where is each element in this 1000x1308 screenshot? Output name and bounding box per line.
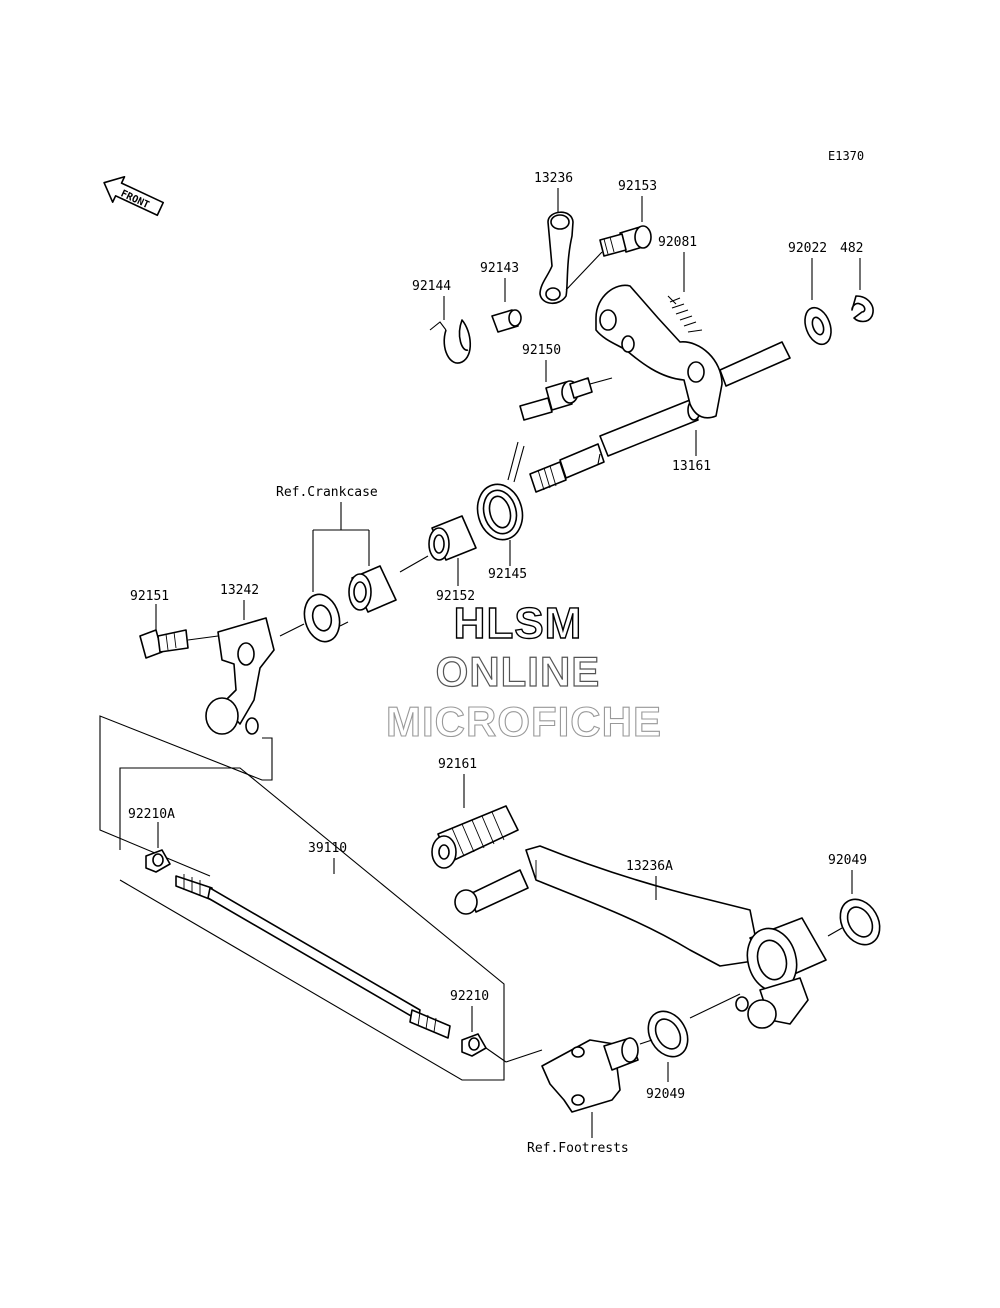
label-92081: 92081 — [658, 235, 697, 250]
tie-rod-39110 — [175, 874, 451, 1039]
spring-92144 — [429, 319, 472, 364]
label-13236: 13236 — [534, 171, 573, 186]
watermark-line1: HLSM — [454, 599, 583, 648]
label-92151: 92151 — [130, 589, 169, 604]
bearing-crankcase — [348, 565, 397, 613]
label-482: 482 — [840, 241, 863, 256]
label-92152: 92152 — [436, 589, 475, 604]
label-ref-crankcase: Ref.Crankcase — [276, 485, 378, 500]
bolt-92153 — [599, 225, 652, 257]
label-13236A: 13236A — [626, 859, 673, 874]
bolt-92150 — [519, 377, 593, 421]
label-92144: 92144 — [412, 279, 451, 294]
label-13161: 13161 — [672, 459, 711, 474]
oil-seal-crankcase — [303, 593, 341, 643]
label-92022: 92022 — [788, 241, 827, 256]
oil-seal-92049-lower — [647, 1010, 689, 1058]
watermark-line2: ONLINE — [436, 648, 601, 695]
pedal-rubber-92161 — [431, 805, 519, 869]
oil-seal-92049-upper — [839, 898, 881, 946]
spring-92145 — [476, 441, 525, 541]
crankcase-bracket — [312, 502, 370, 592]
label-13242: 13242 — [220, 583, 259, 598]
washer-92022 — [804, 306, 832, 346]
front-arrow-icon: FRONT — [103, 175, 165, 217]
shift-lever-13242 — [205, 617, 275, 735]
linkage-box-upper — [99, 715, 273, 877]
shift-pedal-13236A — [454, 845, 827, 1029]
label-92210: 92210 — [450, 989, 489, 1004]
nut-92210A — [145, 849, 171, 873]
label-39110: 39110 — [308, 841, 347, 856]
linkage-box-lower — [119, 767, 505, 1081]
shift-shaft-13161 — [529, 284, 791, 493]
spring-92081 — [667, 295, 703, 333]
watermark-line3: MICROFICHE — [386, 698, 662, 745]
collar-92143 — [491, 309, 522, 333]
footrest-bracket — [541, 1037, 639, 1113]
label-92161: 92161 — [438, 757, 477, 772]
label-92143: 92143 — [480, 261, 519, 276]
label-92153: 92153 — [618, 179, 657, 194]
shift-lever-13236 — [539, 211, 574, 305]
label-92049-lower: 92049 — [646, 1087, 685, 1102]
bolt-92151 — [139, 629, 189, 659]
label-92150: 92150 — [522, 343, 561, 358]
label-92145: 92145 — [488, 567, 527, 582]
diagram-code: E1370 — [828, 149, 864, 163]
collar-92152 — [428, 515, 477, 561]
nut-92210 — [461, 1033, 487, 1057]
label-ref-footrests: Ref.Footrests — [527, 1141, 629, 1156]
label-92049-upper: 92049 — [828, 853, 867, 868]
circlip-482 — [851, 295, 874, 323]
label-92210A: 92210A — [128, 807, 175, 822]
